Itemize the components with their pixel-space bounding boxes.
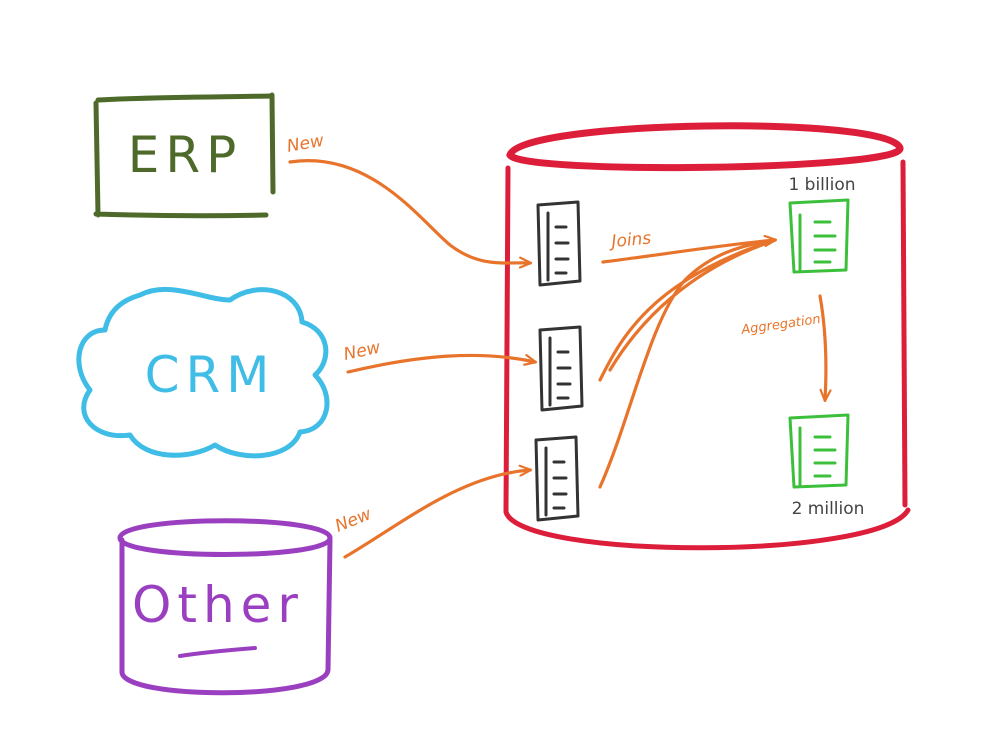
fact-table-icon <box>788 198 850 274</box>
other-source: Other <box>117 518 333 696</box>
joins-label: Joins <box>608 229 652 253</box>
erp-label: ERP <box>128 126 242 184</box>
warehouse-body <box>503 159 911 551</box>
crm-cloud <box>76 286 330 459</box>
fact-table-rows-label: 1 billion <box>788 175 855 195</box>
other-underline <box>178 646 257 658</box>
other-new-arrow <box>343 470 530 559</box>
erp-new-label: New <box>285 131 325 157</box>
warehouse-top <box>506 122 904 172</box>
raw-table-1 <box>536 200 582 287</box>
crm-label: CRM <box>145 346 276 404</box>
erp-new-arrow <box>288 159 530 263</box>
other-label: Other <box>132 576 304 634</box>
crm-new-label: New <box>342 338 383 365</box>
raw-table-3 <box>534 435 580 522</box>
aggregation-arrow <box>818 294 826 400</box>
other-new-label: New <box>332 504 374 536</box>
aggregate-table: 2 million <box>788 413 865 519</box>
raw-table-2 <box>538 325 584 412</box>
joins-arrow-4 <box>608 240 772 372</box>
aggregate-table-icon <box>788 413 850 489</box>
fact-table: 1 billion <box>788 175 856 274</box>
arrow-labels: New New New Joins Aggregation <box>285 131 821 537</box>
warehouse <box>503 122 911 551</box>
aggregate-table-rows-label: 2 million <box>792 499 865 519</box>
raw-tables <box>534 200 584 522</box>
other-cylinder <box>117 518 333 696</box>
erp-box <box>93 92 276 219</box>
crm-source: CRM <box>76 286 330 459</box>
joins-arrow-3 <box>598 238 777 489</box>
aggregation-label: Aggregation <box>739 312 821 338</box>
erp-source: ERP <box>93 92 276 219</box>
crm-new-arrow <box>346 353 535 374</box>
arrows <box>288 159 826 559</box>
joins-arrow-2 <box>598 238 777 382</box>
